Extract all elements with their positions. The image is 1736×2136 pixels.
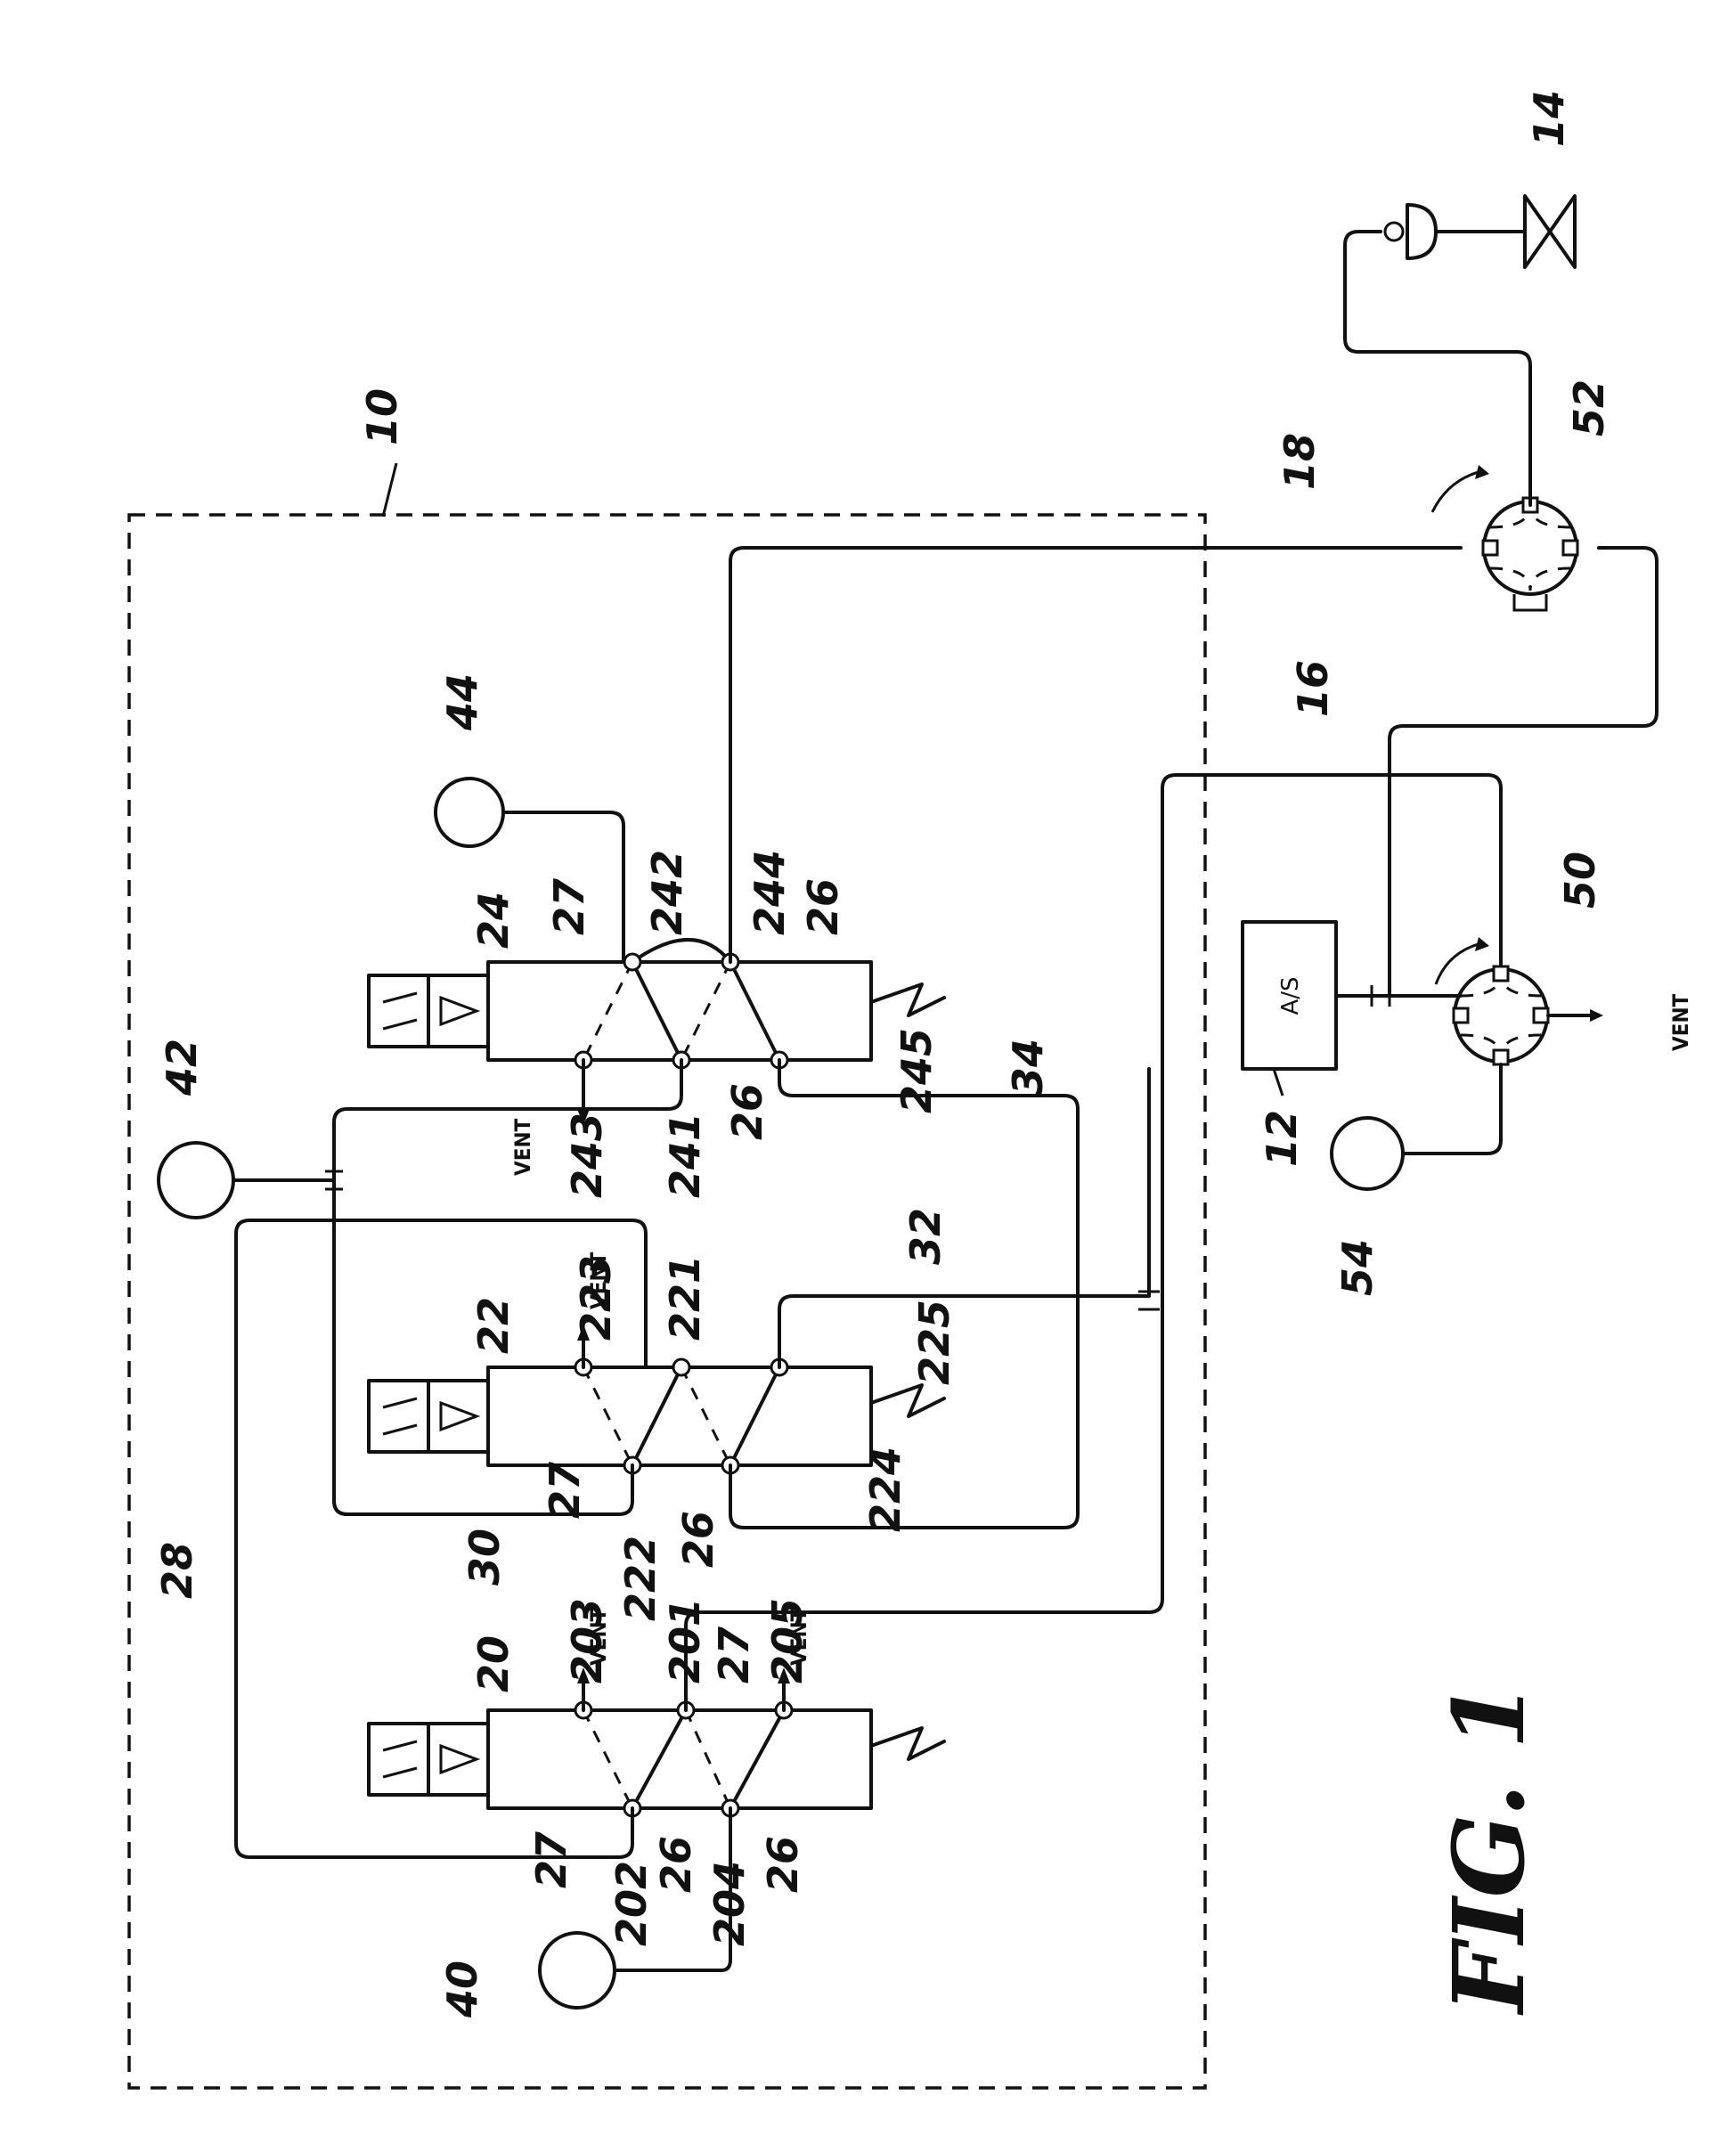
analyzer-text: A/S (1277, 976, 1304, 1015)
label-244: 244 (746, 850, 794, 935)
label-12: 12 (1258, 1110, 1306, 1167)
label-20: 20 (469, 1635, 518, 1692)
label-241: 241 (661, 1113, 709, 1198)
vent-203: VENT (586, 1608, 611, 1666)
label-54: 54 (1333, 1239, 1381, 1296)
port-242 (624, 954, 640, 970)
valve-52 (1432, 465, 1577, 610)
label-52: 52 (1565, 379, 1613, 436)
label-22: 22 (469, 1297, 518, 1354)
label-243: 243 (563, 1113, 611, 1198)
vent-243: VENT (510, 1118, 535, 1176)
label-222: 222 (616, 1536, 664, 1621)
label-27-b: 27 (710, 1626, 758, 1684)
label-44: 44 (438, 673, 486, 731)
label-225: 225 (910, 1300, 958, 1385)
label-34: 34 (1004, 1039, 1052, 1096)
vent-205: VENT (786, 1608, 811, 1666)
line-42-to-241 (334, 1060, 681, 1185)
valve-14 (1525, 196, 1575, 267)
label-26-a: 26 (652, 1836, 700, 1893)
source-54 (1332, 1118, 1403, 1189)
label-42: 42 (158, 1039, 206, 1097)
vent-50: VENT (1668, 993, 1693, 1051)
label-202: 202 (607, 1861, 656, 1946)
label-30: 30 (460, 1529, 509, 1586)
label-40: 40 (438, 1961, 486, 2018)
label-14: 14 (1525, 90, 1573, 147)
label-201: 201 (661, 1598, 709, 1684)
port-221 (673, 1359, 689, 1375)
label-204: 204 (705, 1861, 754, 1946)
source-44 (436, 779, 503, 846)
valve-24 (369, 940, 944, 1068)
label-27-d: 27 (545, 878, 593, 935)
label-245: 245 (892, 1028, 941, 1113)
label-16: 16 (1289, 660, 1337, 717)
label-26-d: 26 (723, 1083, 771, 1140)
label-26-b: 26 (759, 1836, 807, 1893)
figure-caption: FIG. 1 (1431, 1681, 1546, 2016)
label-50: 50 (1556, 852, 1604, 909)
label-27-a: 27 (527, 1831, 575, 1888)
label-26-c: 26 (674, 1511, 722, 1568)
label-24: 24 (469, 892, 518, 949)
label-27-c: 27 (541, 1462, 589, 1519)
valve-22 (369, 1359, 944, 1473)
line-32 (779, 1069, 1149, 1367)
valve-50 (1436, 937, 1548, 1064)
label-26-e: 26 (799, 878, 847, 935)
label-28: 28 (153, 1542, 201, 1599)
vent-223: VENT (586, 1251, 611, 1309)
valve-20 (369, 1702, 944, 1816)
label-18: 18 (1276, 433, 1324, 490)
source-42 (159, 1143, 233, 1218)
label-242: 242 (643, 850, 691, 935)
label-224: 224 (861, 1447, 909, 1532)
label-221: 221 (661, 1255, 709, 1341)
source-40 (540, 1933, 615, 2008)
label-10: 10 (358, 388, 406, 445)
label-32: 32 (901, 1208, 950, 1265)
